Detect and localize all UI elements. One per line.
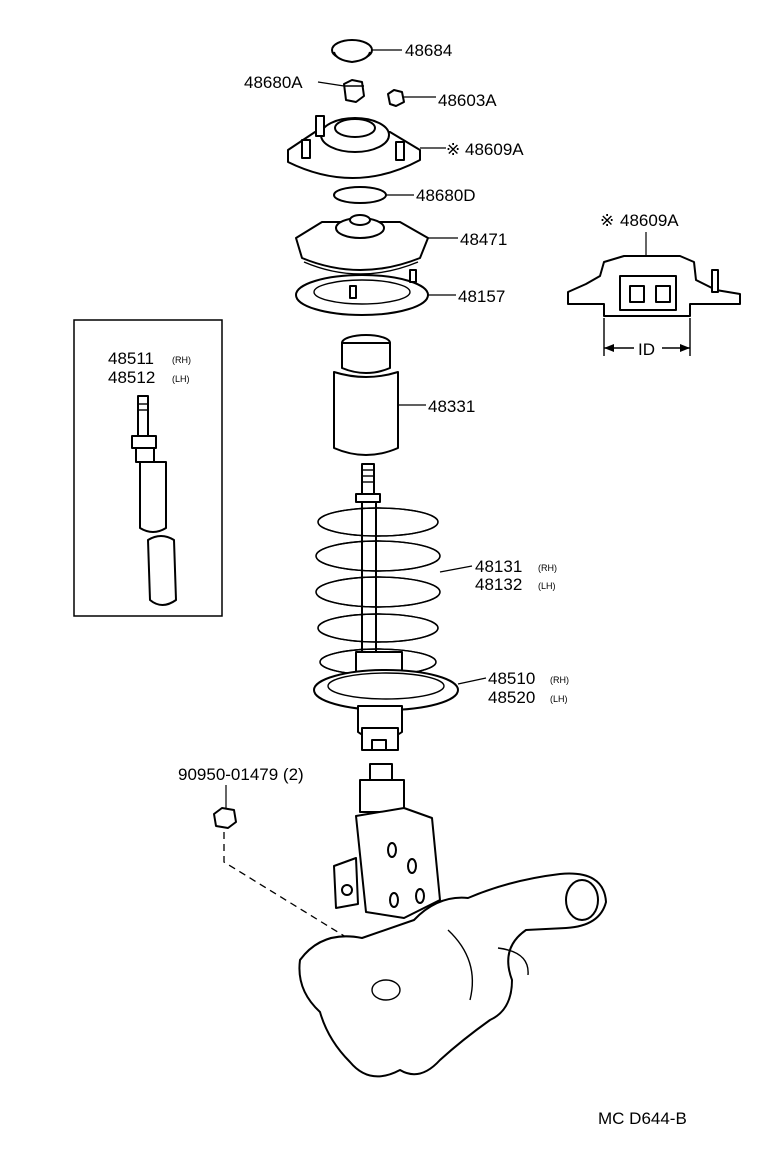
label-detail-mark: ※: [600, 211, 614, 230]
label-48680a: 48680A: [244, 73, 303, 92]
support-section-detail: ※ 48609A ID: [567, 211, 741, 359]
bump-stopper-part: [333, 334, 399, 456]
label-48132: 48132: [475, 575, 522, 594]
label-48471: 48471: [460, 230, 507, 249]
label-48603a: 48603A: [438, 91, 497, 110]
cartridge-detail-box: 48511 (RH) 48512 (LH): [73, 319, 223, 617]
spring-insulator-part: [295, 269, 429, 316]
label-detail-48609a: 48609A: [620, 211, 679, 230]
coil-spring-part: [315, 507, 441, 676]
nut-small-part: [387, 89, 405, 107]
label-48511-suffix: (RH): [172, 355, 191, 365]
label-48609a-mark: ※: [446, 140, 460, 159]
leader-line: [439, 565, 473, 573]
shock-cartridge-part: [131, 395, 177, 606]
label-48510: 48510: [488, 669, 535, 688]
upper-spring-seat-part: [295, 214, 429, 275]
dust-cap-part: [331, 39, 373, 63]
strut-support-part: [287, 115, 421, 179]
shock-absorber-part: [313, 651, 459, 751]
label-48157: 48157: [458, 287, 505, 306]
label-id: ID: [638, 340, 655, 359]
bolt-part: [213, 807, 237, 829]
leader-line: [317, 81, 345, 87]
label-48131-suffix: (RH): [538, 563, 557, 573]
label-48512: 48512: [108, 368, 155, 387]
label-48331: 48331: [428, 397, 475, 416]
label-48511: 48511: [108, 349, 154, 368]
strut-lower-bracket: [333, 763, 441, 919]
label-48680d: 48680D: [416, 186, 476, 205]
label-48132-suffix: (LH): [538, 581, 556, 591]
label-48131: 48131: [475, 557, 522, 576]
label-48609a: 48609A: [465, 140, 524, 159]
label-48520-suffix: (LH): [550, 694, 568, 704]
washer-part: [333, 186, 387, 204]
label-48512-suffix: (LH): [172, 374, 190, 384]
label-48510-suffix: (RH): [550, 675, 569, 685]
diagram-code: MC D644-B: [598, 1109, 687, 1128]
label-90950-01479: 90950-01479 (2): [178, 765, 304, 784]
leader-line: [457, 677, 487, 685]
steering-knuckle: [298, 872, 607, 1078]
nut-upper-part: [343, 79, 365, 103]
label-48684: 48684: [405, 41, 452, 60]
label-48520: 48520: [488, 688, 535, 707]
